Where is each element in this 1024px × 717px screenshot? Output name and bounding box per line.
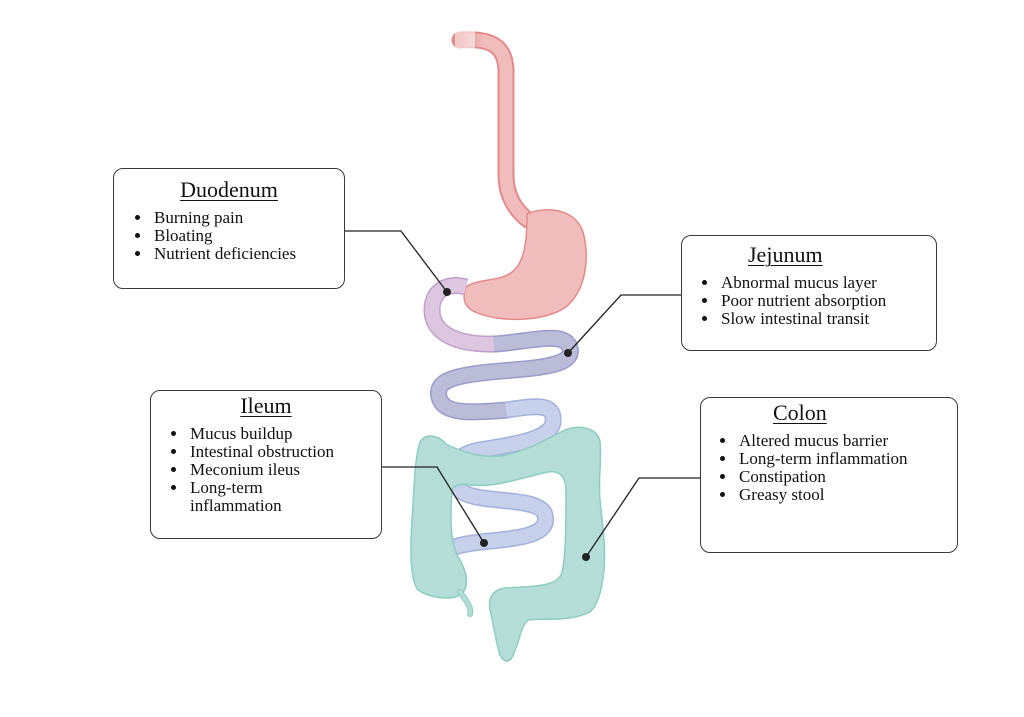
duodenum-title: Duodenum <box>180 177 278 202</box>
symptom-item: Altered mucus barrier <box>737 432 957 450</box>
esophagus <box>451 30 537 229</box>
jejunum-symptom-list: Abnormal mucus layer Poor nutrient absor… <box>682 274 936 328</box>
symptom-item: Meconium ileus <box>188 461 381 479</box>
symptom-item: Constipation <box>737 468 957 486</box>
symptom-item: Mucus buildup <box>188 425 381 443</box>
symptom-item: Long-term inflammation <box>188 479 282 515</box>
colon-callout: Colon Altered mucus barrier Long-term in… <box>700 397 958 553</box>
ileum <box>445 398 562 556</box>
jejunum-callout: Jejunum Abnormal mucus layer Poor nutrie… <box>681 235 937 351</box>
symptom-item: Abnormal mucus layer <box>719 274 936 292</box>
leader-line-ileum <box>382 466 488 547</box>
leader-line-jejunum <box>564 294 681 357</box>
symptom-item: Long-term inflammation <box>737 450 957 468</box>
symptom-item: Poor nutrient absorption <box>719 292 936 310</box>
jejunum-title: Jejunum <box>748 242 823 267</box>
ileum-symptom-list: Mucus buildup Intestinal obstruction Mec… <box>151 425 381 515</box>
ileum-title: Ileum <box>240 393 292 418</box>
symptom-item: Burning pain <box>152 209 344 227</box>
colon-symptom-list: Altered mucus barrier Long-term inflamma… <box>701 432 957 504</box>
jejunum <box>430 329 579 421</box>
duodenum-callout: Duodenum Burning pain Bloating Nutrient … <box>113 168 345 289</box>
duodenum-symptom-list: Burning pain Bloating Nutrient deficienc… <box>114 209 344 263</box>
leader-line-colon <box>582 477 700 561</box>
colon-title: Colon <box>773 400 827 425</box>
ileum-callout: Ileum Mucus buildup Intestinal obstructi… <box>150 390 382 539</box>
symptom-item: Greasy stool <box>737 486 957 504</box>
symptom-item: Bloating <box>152 227 344 245</box>
symptom-item: Nutrient deficiencies <box>152 245 344 263</box>
colon <box>410 426 606 662</box>
leader-line-duodenum <box>345 230 451 296</box>
stomach <box>463 209 587 321</box>
symptom-item: Intestinal obstruction <box>188 443 381 461</box>
symptom-item: Slow intestinal transit <box>719 310 936 328</box>
